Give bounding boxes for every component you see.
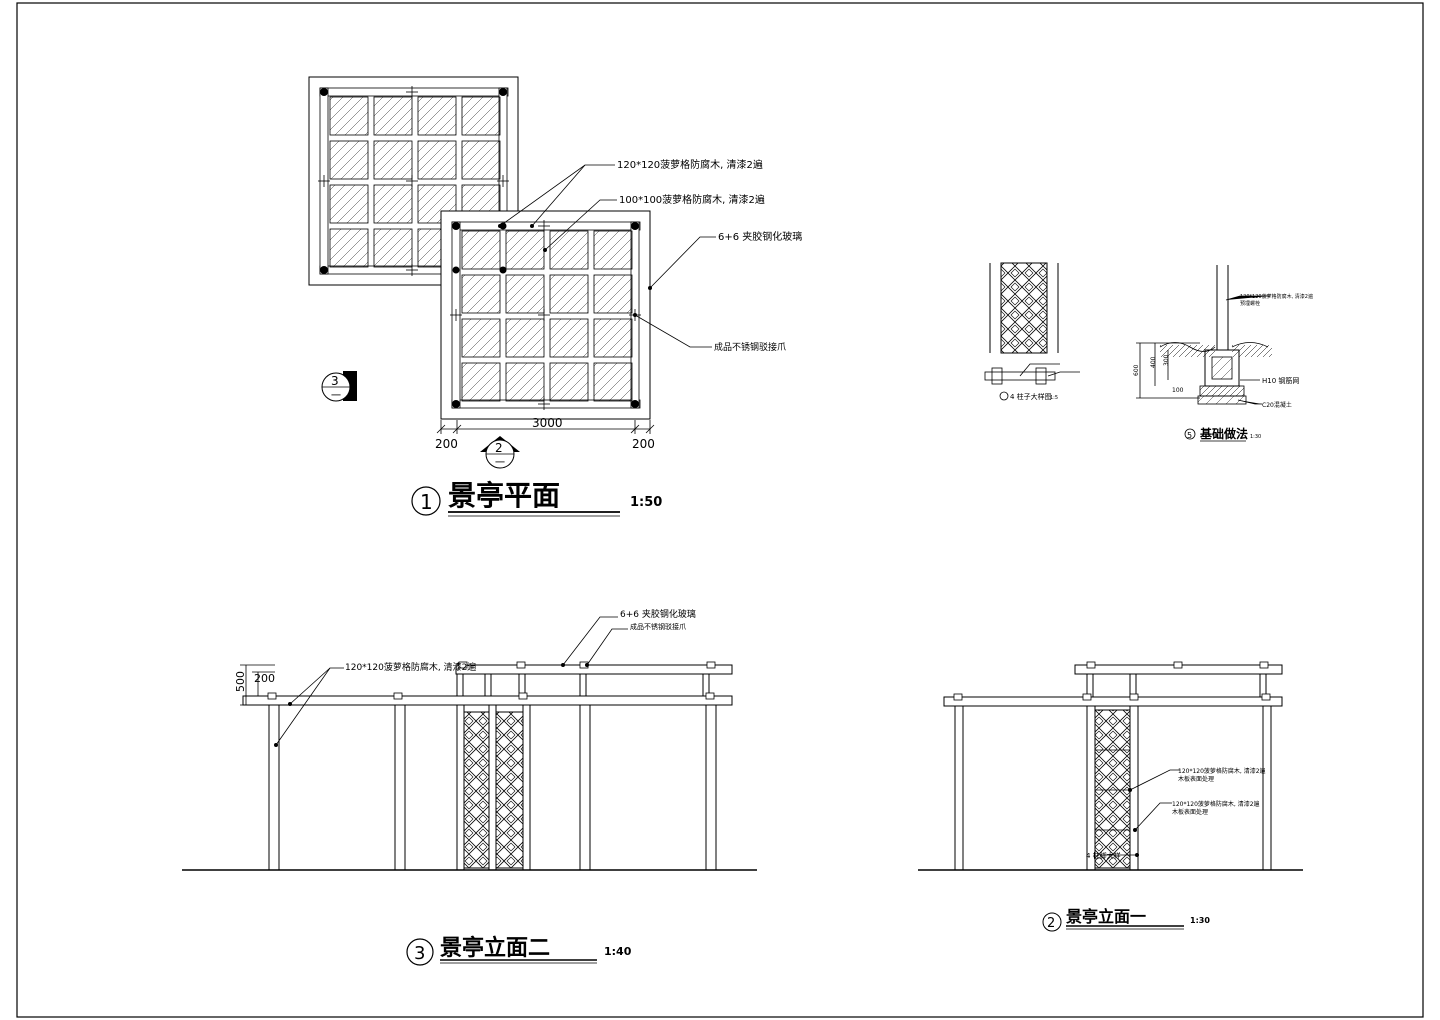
elev2-dim-500: 500 (234, 671, 247, 692)
svg-text:100: 100 (1172, 387, 1184, 394)
plan-title-block: 1 景亭平面 1:50 (411, 479, 662, 517)
plan-dim-left: 200 (435, 437, 458, 451)
elev1-label-b: 120*120菠萝格防腐木, 清漆2遍 (1172, 800, 1260, 808)
elevation-two: 500 200 6+6 夹胶钢化玻璃 成品不锈钢驳接爪 120*120菠萝格防腐… (182, 608, 757, 966)
plan-dim-total: 3000 (532, 416, 563, 430)
plan-label-clip: 成品不锈钢驳接爪 (714, 341, 786, 353)
svg-text:3: 3 (331, 374, 339, 388)
plan-label-beam-100: 100*100菠萝格防腐木, 清漆2遍 (619, 193, 765, 206)
svg-text:600: 600 (1133, 364, 1140, 376)
foundation-label-anchor: 120*120菠萝格防腐木, 清漆2遍 (1240, 293, 1313, 300)
plan-leaders (499, 164, 716, 348)
svg-text:一: 一 (331, 391, 341, 402)
svg-text:300: 300 (1163, 354, 1170, 366)
section-marker-3: 3 一 (321, 371, 357, 402)
plan-label-glass: 6+6 夹胶钢化玻璃 (718, 230, 802, 243)
elev2-title: 景亭立面二 (440, 935, 550, 961)
foundation-scale: 1:30 (1250, 434, 1261, 440)
elev2-scale: 1:40 (604, 945, 632, 958)
elev2-dim-200: 200 (254, 672, 275, 685)
plan-view: 120*120菠萝格防腐木, 清漆2遍 100*100菠萝格防腐木, 清漆2遍 … (308, 76, 802, 517)
foundation-label-anchor2: 预埋螺栓 (1240, 300, 1260, 307)
plan-dimensions (436, 420, 655, 434)
column-detail-caption: 4 柱子大样图 (1010, 392, 1052, 401)
svg-text:2: 2 (495, 441, 503, 455)
foundation-label-concrete: C20混凝土 (1262, 401, 1292, 409)
elev1-title-num: 2 (1047, 916, 1055, 931)
elev1-label-a: 120*120菠萝格防腐木, 清漆2遍 (1178, 767, 1266, 775)
plan-title-num: 1 (420, 490, 433, 514)
plan-dim-right: 200 (632, 437, 655, 451)
elev2-label-beam: 120*120菠萝格防腐木, 清漆2遍 (345, 661, 476, 673)
elev1-scale: 1:30 (1190, 916, 1210, 925)
plan-title: 景亭平面 (448, 479, 560, 512)
column-detail-scale: 1:5 (1050, 395, 1058, 401)
sheet-border (16, 2, 1424, 1018)
elev1-label-b2: 木板表面处理 (1172, 808, 1208, 816)
elev2-label-glass: 6+6 夹胶钢化玻璃 (620, 608, 696, 620)
elev1-title: 景亭立面一 (1066, 907, 1146, 926)
elev2-title-num: 3 (414, 943, 425, 964)
plan-label-beam-120: 120*120菠萝格防腐木, 清漆2遍 (617, 158, 763, 171)
elev1-label-c: 4 柱脚大样 (1086, 851, 1121, 860)
svg-text:400: 400 (1150, 356, 1157, 368)
elev1-label-a2: 木板表面处理 (1178, 775, 1214, 783)
elev2-label-clip: 成品不锈钢驳接爪 (630, 622, 686, 631)
plan-scale: 1:50 (630, 495, 662, 510)
foundation-title: 基础做法 (1199, 426, 1248, 441)
foundation-detail: 600 400 300 100 120*120菠萝格防腐木, 清漆2遍 预埋螺栓… (1133, 265, 1313, 442)
plan-lower-roof (440, 210, 651, 420)
elevation-one: 120*120菠萝格防腐木, 清漆2遍 木板表面处理 120*120菠萝格防腐木… (918, 661, 1303, 932)
column-detail: 4 柱子大样图 1:5 (984, 262, 1080, 401)
svg-text:一: 一 (495, 458, 505, 469)
section-marker-2: 2 一 (480, 436, 520, 469)
foundation-label-rebar: H10 钢筋网 (1262, 376, 1299, 385)
foundation-num: 5 (1187, 431, 1192, 440)
